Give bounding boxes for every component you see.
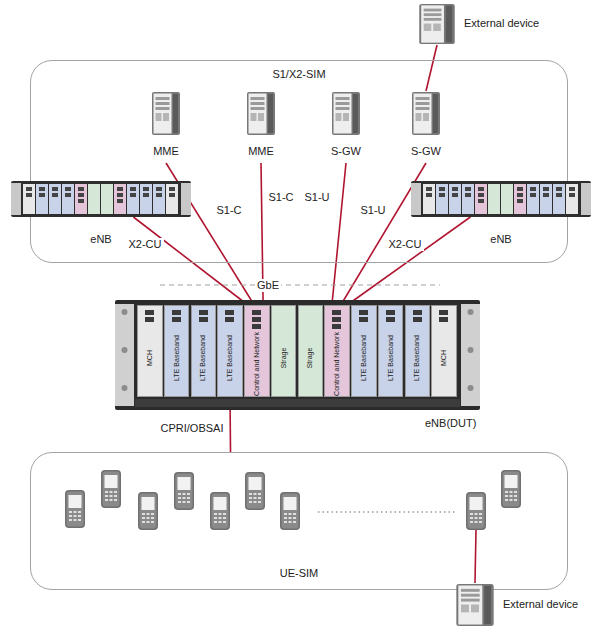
enb-rack: eNB: [411, 181, 591, 217]
rack-card: LTE Baseband: [164, 305, 190, 397]
rack-card: LTE Baseband: [405, 305, 431, 397]
rack-card: Strage: [271, 305, 297, 397]
gbe-dashed-line: [160, 285, 440, 286]
rack-illustration: [411, 181, 591, 217]
node-label: MME: [236, 145, 286, 158]
node-label: Strage: [280, 348, 288, 369]
network-link: [341, 163, 426, 305]
node-label: External device: [503, 598, 578, 611]
node-label: LTE Baseband: [360, 335, 368, 381]
node-label: eNB: [11, 233, 191, 246]
rack-card: LTE Baseband: [217, 305, 243, 397]
node-label: LTE Baseband: [226, 335, 234, 381]
network-label: GbE: [255, 279, 281, 292]
mme-server: MME: [236, 91, 286, 163]
rack-card: MCH: [431, 305, 457, 397]
ue-phone: [138, 492, 158, 530]
node-label: Control and Network: [333, 332, 341, 396]
sgw-server: S-GW: [401, 91, 451, 163]
ue-phone: [280, 492, 300, 530]
enb-rack: eNB: [11, 181, 191, 217]
port-icons: [138, 306, 162, 336]
port-icons: [165, 306, 189, 336]
rack-card: MCH: [137, 305, 163, 397]
port-icons: [192, 306, 216, 336]
port-icons: [218, 306, 242, 336]
node-label: UE-SIM: [31, 567, 567, 580]
network-link: [347, 217, 470, 305]
rack-card: LTE Baseband: [191, 305, 217, 397]
node-label: S-GW: [401, 145, 451, 158]
rack-illustration: [11, 181, 191, 217]
network-link: [332, 163, 346, 305]
rack-card: LTE Baseband: [351, 305, 377, 397]
port-icons: [245, 306, 269, 336]
node-label: MCH: [146, 350, 154, 366]
link-label: S1-C: [214, 204, 243, 217]
rack-card: Strage: [298, 305, 324, 397]
link-label: S1-U: [302, 191, 331, 204]
ue-dotted-line: [318, 511, 455, 513]
node-label: Control and Network: [253, 332, 261, 396]
ue-phone: [466, 492, 486, 530]
network-link: [133, 217, 247, 305]
simulator-region: S1/X2-SIMMMEMMES-GWS-GWeNBeNB: [30, 60, 568, 263]
node-label: eNB: [411, 233, 591, 246]
rack-card: LTE Baseband: [378, 305, 404, 397]
link-label: X2-CU: [386, 238, 423, 251]
port-icons: [432, 306, 456, 336]
server-icon: [151, 91, 181, 136]
node-label: External device: [464, 17, 539, 30]
link-label: S1-U: [358, 204, 387, 217]
server-icon: [455, 583, 495, 627]
sgw-server: S-GW: [321, 91, 371, 163]
network-link: [475, 530, 476, 583]
ue-phone: [65, 490, 85, 528]
external-device: External device: [418, 3, 456, 45]
external-device: External device: [455, 583, 495, 627]
ue-sim-region: UE-SIM: [30, 452, 568, 590]
node-label: LTE Baseband: [413, 335, 421, 381]
port-icons: [325, 306, 349, 336]
network-link: [426, 45, 437, 91]
node-label: LTE Baseband: [173, 335, 181, 381]
port-icons: [379, 306, 403, 336]
node-label: eNB(DUT): [425, 417, 476, 430]
node-label: LTE Baseband: [199, 335, 207, 381]
server-icon: [418, 3, 456, 45]
server-icon: [411, 91, 441, 136]
node-label: MCH: [440, 350, 448, 366]
server-icon: [331, 91, 361, 136]
ue-phone: [501, 470, 521, 508]
rack-card: Control and Network: [244, 305, 270, 397]
ue-phone: [101, 470, 121, 508]
node-label: Strage: [306, 348, 314, 369]
node-label: MME: [141, 145, 191, 158]
ue-phone: [174, 472, 194, 510]
server-icon: [246, 91, 276, 136]
mme-server: MME: [141, 91, 191, 163]
ue-phone: [210, 492, 230, 530]
link-label: S1-C: [266, 191, 295, 204]
port-icons: [352, 306, 376, 336]
node-label: S-GW: [321, 145, 371, 158]
node-label: S1/X2-SIM: [31, 68, 567, 81]
ue-phone: [245, 472, 265, 510]
dut-rack: eNB(DUT)MCHLTE BasebandLTE BasebandLTE B…: [115, 300, 480, 410]
node-label: LTE Baseband: [387, 335, 395, 381]
rack-card: Control and Network: [324, 305, 350, 397]
link-label: CPRI/OBSAI: [159, 422, 226, 435]
link-label: X2-CU: [126, 238, 163, 251]
port-icons: [406, 306, 430, 336]
